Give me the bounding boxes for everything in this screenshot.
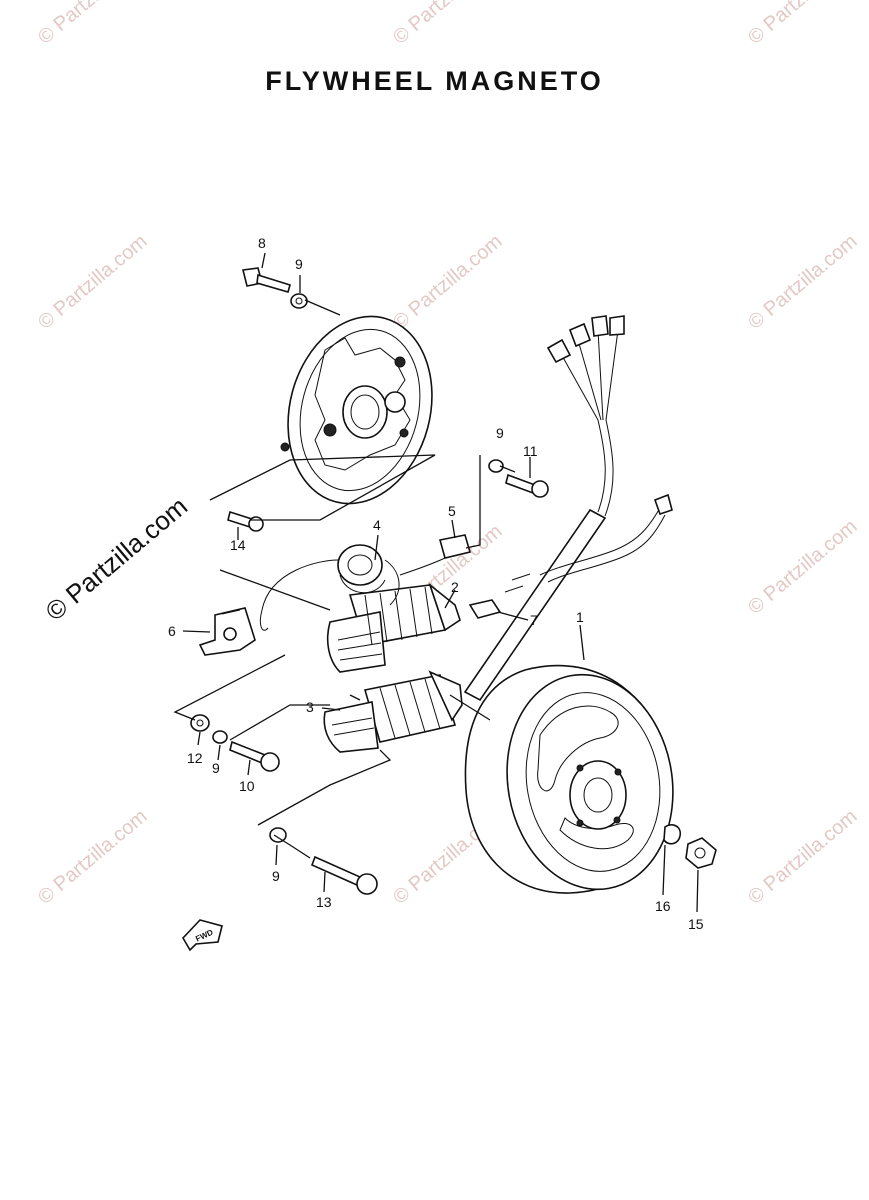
- callout-16: 16: [655, 898, 671, 914]
- watermark: © Partzilla.com: [744, 230, 861, 333]
- callout-12: 12: [187, 750, 203, 766]
- charging-coil-lower: [323, 670, 463, 753]
- callout-2: 2: [451, 579, 459, 595]
- callout-9: 9: [272, 868, 280, 884]
- callout-10: 10: [239, 778, 255, 794]
- charging-coil-upper: [326, 582, 461, 673]
- watermark: © Partzilla.com: [34, 0, 151, 49]
- callout-4: 4: [373, 517, 381, 533]
- callout-5: 5: [448, 503, 456, 519]
- watermark: © Partzilla.com: [389, 0, 506, 49]
- callout-8: 8: [258, 235, 266, 251]
- watermark: © Partzilla.com: [34, 230, 151, 333]
- stator-base-plate: [280, 315, 433, 505]
- page-title: FLYWHEEL MAGNETO: [0, 66, 869, 97]
- watermark: © Partzilla.com: [389, 230, 506, 333]
- watermark: © Partzilla.com: [744, 805, 861, 908]
- callout-11: 11: [523, 443, 538, 459]
- connector: [399, 534, 472, 576]
- flywheel-rotor: [464, 664, 674, 894]
- pickup-bracket: [198, 607, 256, 656]
- callout-9: 9: [295, 256, 303, 272]
- watermark: © Partzilla.com: [744, 515, 861, 618]
- callout-15: 15: [688, 916, 704, 932]
- watermark: © Partzilla.com: [744, 0, 861, 49]
- callout-6: 6: [168, 623, 176, 639]
- watermarks: © Partzilla.com © Partzilla.com © Partzi…: [34, 0, 861, 909]
- fwd-arrow: FWD: [182, 919, 223, 952]
- watermark: © Partzilla.com: [34, 805, 151, 908]
- callouts: 1 2 3 4 5 6 7 8 9 9 9 9 10 11 12 13 14 1…: [168, 235, 704, 932]
- leader-lines: [173, 252, 699, 913]
- hardware: [190, 267, 717, 895]
- callout-7: 7: [530, 612, 538, 628]
- callout-3: 3: [306, 699, 314, 715]
- callout-9: 9: [212, 760, 220, 776]
- wire-harness: [463, 315, 673, 702]
- callout-14: 14: [230, 537, 246, 553]
- watermark-dark: © Partzilla.com: [40, 491, 193, 627]
- callout-13: 13: [316, 894, 332, 910]
- title-text: FLYWHEEL MAGNETO: [265, 66, 604, 96]
- pulser-coil: [259, 544, 400, 631]
- callout-1: 1: [576, 609, 584, 625]
- callout-9: 9: [496, 425, 504, 441]
- wire-clamp: [468, 599, 502, 619]
